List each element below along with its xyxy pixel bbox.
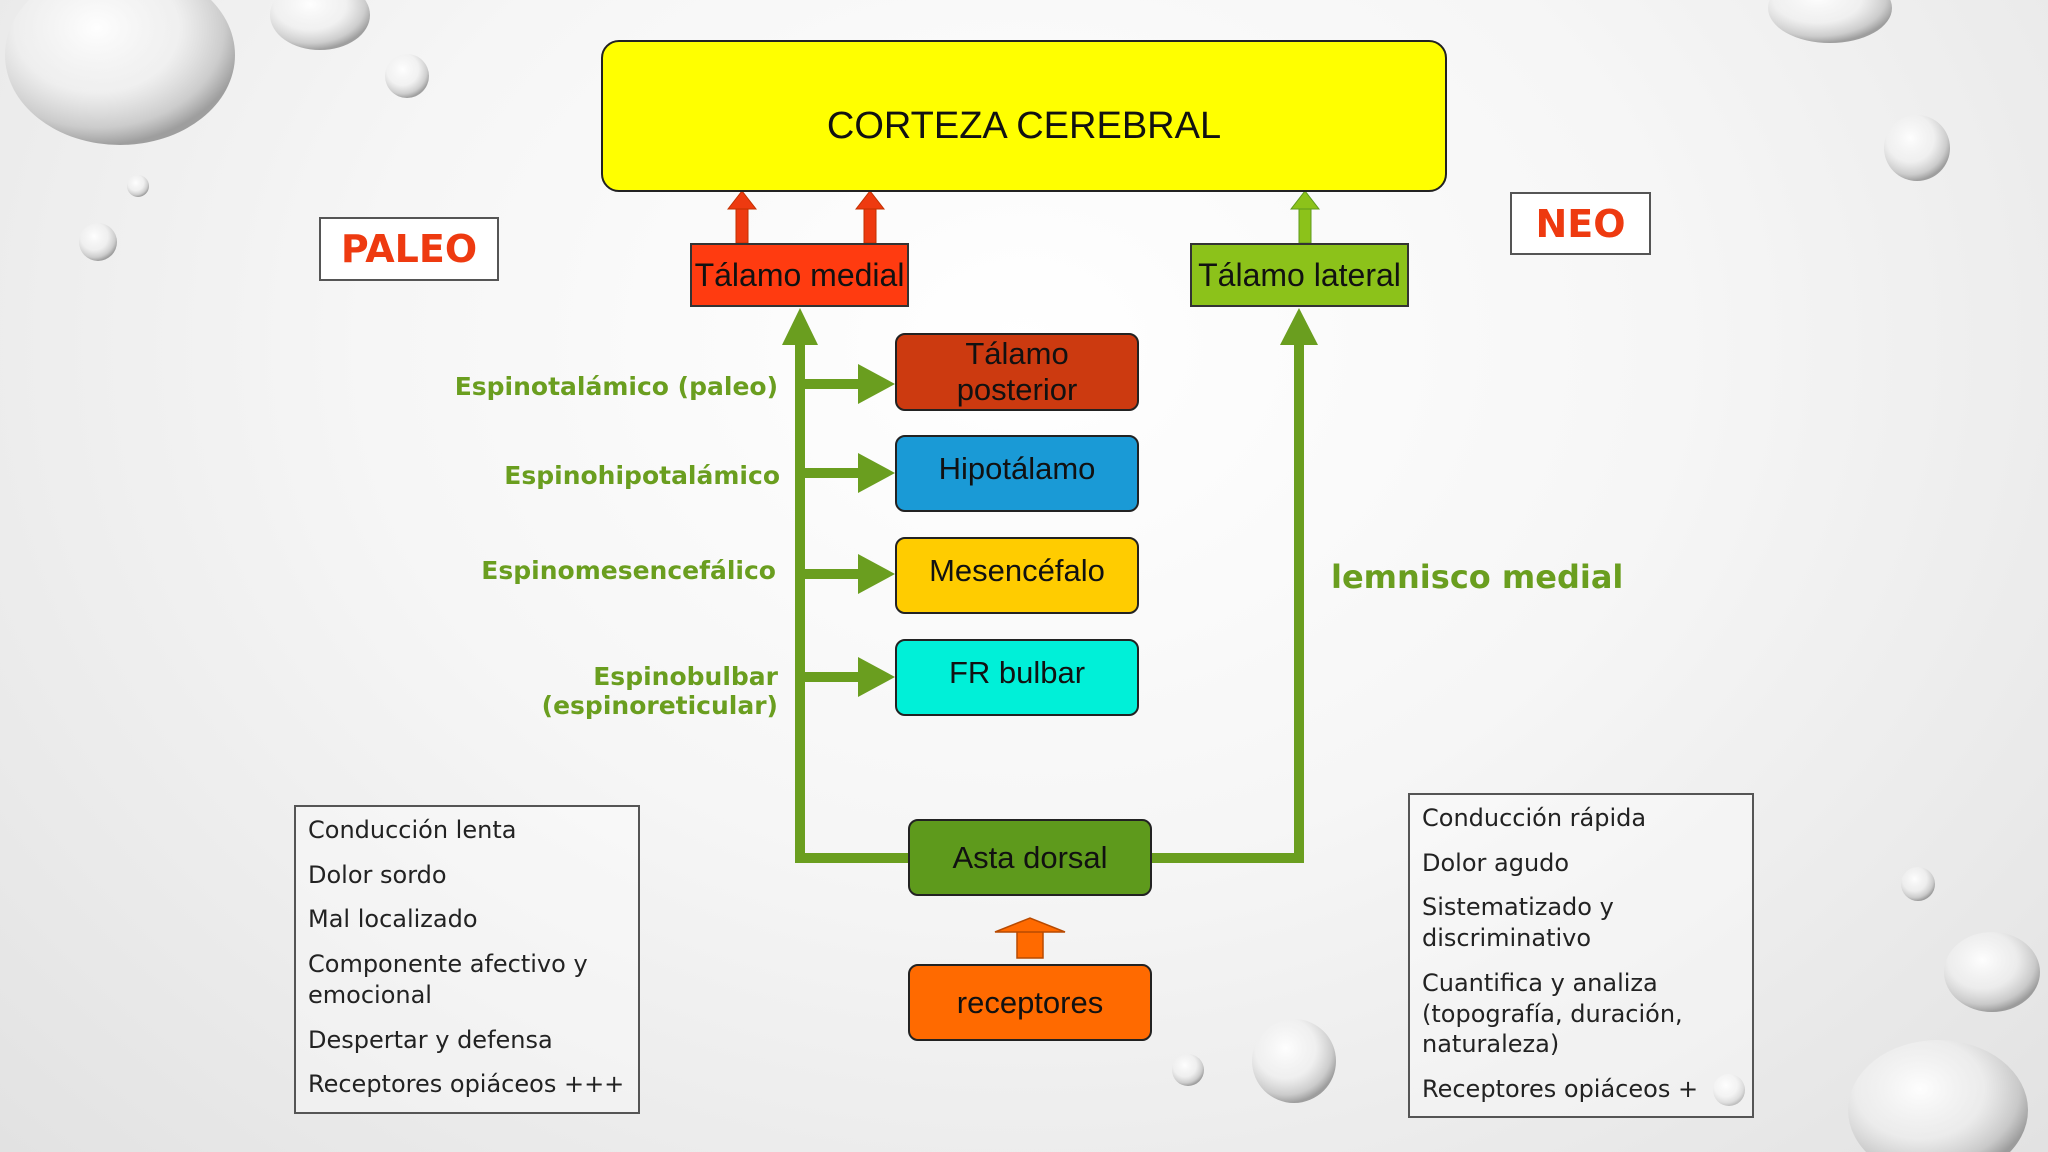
thalamus-lateral-label: Tálamo lateral bbox=[1198, 256, 1401, 293]
branch-arrow-fr-bulbar bbox=[805, 657, 895, 697]
paleo-feature-item: Despertar y defensa bbox=[308, 1025, 553, 1054]
thalamus-medial-box: Tálamo medial bbox=[690, 243, 909, 307]
droplet bbox=[5, 0, 235, 145]
target-mesencefalo: Mesencéfalo bbox=[895, 537, 1139, 614]
paleo-feature-item: Mal localizado bbox=[308, 905, 478, 934]
droplet bbox=[1713, 1074, 1745, 1106]
droplet bbox=[270, 0, 370, 50]
pathway-label-espinobulbar: Espinobulbar (espinoreticular) bbox=[541, 662, 778, 720]
up-arrow-receptores bbox=[994, 917, 1066, 959]
dorsal-horn-label: Asta dorsal bbox=[952, 839, 1108, 875]
paleo-features-box: Conducción lenta Dolor sordo Mal localiz… bbox=[294, 805, 640, 1114]
up-arrow-lateral bbox=[1289, 190, 1321, 244]
receptors-box: receptores bbox=[908, 964, 1152, 1041]
branch-arrow-mesencefalo bbox=[805, 554, 895, 594]
droplet bbox=[1252, 1019, 1336, 1103]
neo-feature-item: Sistematizado y discriminativo bbox=[1422, 893, 1614, 953]
pathway-label-espinotalamico: Espinotalámico (paleo) bbox=[454, 372, 778, 401]
neo-features-box: Conducción rápida Dolor agudo Sistematiz… bbox=[1408, 793, 1754, 1118]
thalamus-medial-label: Tálamo medial bbox=[694, 256, 905, 293]
target-mesencefalo-label: Mesencéfalo bbox=[929, 552, 1105, 588]
neo-feature-item: Cuantifica y analiza (topografía, duraci… bbox=[1422, 968, 1683, 1059]
neo-feature-item: Conducción rápida bbox=[1422, 804, 1647, 832]
pathway-label-espinohipotalamico: Espinohipotalámico bbox=[504, 461, 780, 490]
droplet bbox=[79, 223, 117, 261]
paleo-trunk-line bbox=[795, 342, 908, 863]
droplet bbox=[1172, 1054, 1204, 1086]
target-hipotalamo-label: Hipotálamo bbox=[938, 450, 1096, 486]
branch-arrow-tal-posterior bbox=[805, 364, 895, 404]
branch-arrow-hipotalamo bbox=[805, 453, 895, 493]
dorsal-horn-box: Asta dorsal bbox=[908, 819, 1152, 896]
thalamus-lateral-box: Tálamo lateral bbox=[1190, 243, 1409, 307]
target-tal-posterior: Tálamo posterior bbox=[895, 333, 1139, 411]
droplet bbox=[1884, 115, 1950, 181]
paleo-label: PALEO bbox=[340, 227, 478, 271]
paleo-feature-item: Conducción lenta bbox=[308, 816, 517, 844]
pathway-label-espinomesencefalico: Espinomesencefálico bbox=[481, 556, 776, 585]
paleo-trunk-arrowhead bbox=[782, 308, 818, 345]
target-tal-posterior-label: Tálamo posterior bbox=[956, 336, 1078, 407]
neo-feature-item: Dolor agudo bbox=[1422, 848, 1570, 877]
target-hipotalamo: Hipotálamo bbox=[895, 435, 1139, 512]
neo-tag: NEO bbox=[1510, 192, 1651, 255]
droplet bbox=[1944, 932, 2040, 1012]
paleo-tag: PALEO bbox=[319, 217, 499, 281]
neo-trunk-arrowhead bbox=[1280, 308, 1318, 345]
paleo-feature-item: Dolor sordo bbox=[308, 860, 447, 889]
droplet bbox=[1848, 1040, 2028, 1152]
droplet bbox=[127, 175, 149, 197]
receptors-label: receptores bbox=[956, 984, 1104, 1020]
droplet bbox=[385, 54, 429, 98]
paleo-feature-item: Componente afectivo y emocional bbox=[308, 950, 588, 1009]
up-arrow-medial-left bbox=[726, 190, 758, 244]
target-fr-bulbar: FR bulbar bbox=[895, 639, 1139, 716]
neo-feature-item: Receptores opiáceos + bbox=[1422, 1075, 1699, 1104]
neo-label: NEO bbox=[1535, 201, 1626, 246]
droplet bbox=[1901, 867, 1935, 901]
neo-trunk-line bbox=[1152, 342, 1304, 863]
lemniscus-label: lemnisco medial bbox=[1331, 558, 1624, 596]
target-fr-bulbar-label: FR bulbar bbox=[948, 654, 1086, 690]
cortex-box: CORTEZA CEREBRAL bbox=[601, 40, 1447, 192]
droplet bbox=[1768, 0, 1892, 43]
paleo-feature-item: Receptores opiáceos +++ bbox=[308, 1070, 625, 1099]
cortex-label: CORTEZA CEREBRAL bbox=[826, 105, 1222, 148]
up-arrow-medial-right bbox=[854, 190, 886, 244]
